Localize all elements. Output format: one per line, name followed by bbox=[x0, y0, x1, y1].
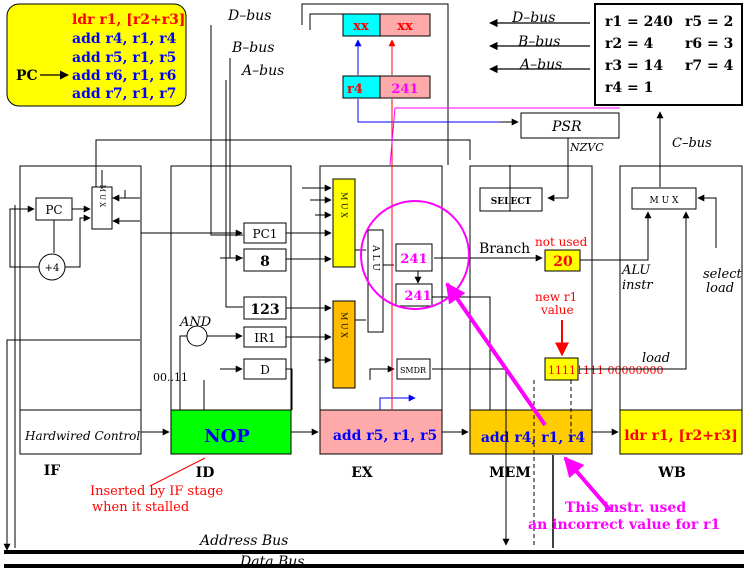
mem-instruction: add r4, r1, r4 bbox=[481, 430, 586, 446]
nop-note-line-1: Inserted by IF stage bbox=[90, 484, 224, 499]
reg-r2: r2 = 4 bbox=[605, 36, 654, 52]
pc-pointer-label: PC bbox=[16, 68, 38, 84]
if-mux: M U X bbox=[98, 185, 106, 208]
program-line-3: add r5, r1, r5 bbox=[72, 50, 176, 66]
wb-instruction: ldr r1, [r2+r3] bbox=[624, 428, 737, 444]
register-values: r1 = 240 r2 = 4 r3 = 14 r4 = 1 r5 = 2 r6… bbox=[594, 3, 743, 106]
if-stage: Hardwired Control PC M U X +4 IF bbox=[9, 165, 142, 479]
regfile-write-1: xx bbox=[353, 19, 369, 34]
alu: A L U bbox=[370, 244, 380, 271]
load-value: 11111111 00000000 bbox=[548, 364, 663, 377]
new-r1-label: new r1 bbox=[535, 290, 577, 304]
bus-legend: D–bus B–bus A–bus bbox=[489, 10, 590, 74]
reg-r1: r1 = 240 bbox=[605, 14, 673, 30]
branch-label: Branch bbox=[479, 241, 530, 257]
ex-instruction: add r5, r1, r5 bbox=[333, 428, 437, 444]
program-line-4: add r6, r1, r6 bbox=[72, 68, 176, 84]
d-bus-label: D–bus bbox=[227, 8, 271, 24]
if-stage-label: IF bbox=[44, 463, 61, 479]
wb-mux: M U X bbox=[650, 196, 680, 206]
a-bus-label: A–bus bbox=[240, 63, 284, 79]
register-file: xx xx r4 241 bbox=[342, 13, 431, 110]
alu-result-2: 241 bbox=[404, 289, 431, 304]
hazard-highlight bbox=[360, 107, 620, 512]
reg-r5: r5 = 2 bbox=[685, 14, 733, 30]
r1-note-line-2: an incorrect value for r1 bbox=[528, 517, 720, 533]
data-bus-label: Data Bus bbox=[239, 554, 304, 570]
b-bus-label: B–bus bbox=[231, 40, 274, 56]
system-buses: Address Bus Data Bus bbox=[3, 205, 744, 570]
psr-label: PSR bbox=[551, 119, 582, 135]
psr-flags: NZVC bbox=[569, 141, 604, 154]
program-line-5: add r7, r1, r7 bbox=[72, 86, 176, 102]
alu-result-1: 241 bbox=[400, 252, 427, 267]
reg-r4: r4 = 1 bbox=[605, 80, 653, 96]
mem-stage: add r4, r1, r4 SELECT Branch not used 20… bbox=[432, 165, 663, 546]
id-stage: NOP PC1 8 123 IR1 D AND 00..11 ID bbox=[141, 165, 292, 481]
b-bus-legend: B–bus bbox=[517, 34, 560, 50]
pc1-register: PC1 bbox=[253, 227, 278, 241]
psr-block: PSR NZVC bbox=[520, 112, 620, 202]
bit-range-label: 00..11 bbox=[153, 371, 188, 384]
d-register: D bbox=[260, 363, 270, 377]
smdr-register: SMDR bbox=[400, 366, 427, 375]
select-load-label-1: select bbox=[703, 267, 742, 282]
hardwired-control: Hardwired Control bbox=[24, 429, 140, 443]
ex-mux-2: M U X bbox=[340, 312, 349, 338]
wb-stage-label: WB bbox=[657, 465, 686, 481]
nop-note-line-2: when it stalled bbox=[92, 500, 189, 515]
ir1-register: IR1 bbox=[254, 331, 275, 345]
a-bus-legend: A–bus bbox=[518, 57, 562, 73]
mem-stage-label: MEM bbox=[489, 465, 531, 481]
immediate-register-2: 123 bbox=[250, 302, 279, 318]
reg-r3: r3 = 14 bbox=[605, 58, 663, 74]
ex-stage-label: EX bbox=[351, 465, 373, 481]
and-gate-label: AND bbox=[179, 315, 212, 330]
r1-note-line-1: This instr. used bbox=[565, 500, 686, 516]
ex-mux-1: M U X bbox=[340, 192, 349, 218]
pc-incrementer: +4 bbox=[45, 263, 60, 274]
load-label: load bbox=[642, 351, 670, 366]
id-instruction: NOP bbox=[204, 426, 250, 447]
wb-stage: ldr r1, [r2+r3] M U X ALU instr select l… bbox=[580, 111, 743, 481]
program-listing: ldr r1, [r2+r3] add r4, r1, r4 add r5, r… bbox=[6, 3, 187, 107]
value-label: value bbox=[540, 303, 574, 317]
program-line-1: ldr r1, [r2+r3] bbox=[72, 12, 185, 28]
d-bus-legend: D–bus bbox=[511, 10, 555, 26]
id-stage-label: ID bbox=[196, 465, 215, 481]
reg-r6: r6 = 3 bbox=[685, 36, 733, 52]
regfile-read-val: 241 bbox=[391, 82, 418, 97]
regfile-write-2: xx bbox=[397, 19, 413, 34]
program-line-2: add r4, r1, r4 bbox=[72, 31, 177, 47]
alu-instr-label-1: ALU bbox=[621, 263, 651, 278]
immediate-register: 8 bbox=[260, 254, 270, 270]
ex-stage: add r5, r1, r5 M U X M U X A L U 241 241… bbox=[286, 165, 443, 481]
branch-target: 20 bbox=[553, 254, 573, 270]
c-bus-label: C–bus bbox=[672, 136, 712, 151]
select-unit: SELECT bbox=[491, 197, 532, 207]
not-used-label: not used bbox=[535, 235, 588, 249]
address-bus-label: Address Bus bbox=[198, 533, 288, 549]
pc-register: PC bbox=[45, 203, 62, 217]
reg-r7: r7 = 4 bbox=[685, 58, 734, 74]
regfile-read-reg: r4 bbox=[347, 82, 363, 97]
annotations: Inserted by IF stage when it stalled Thi… bbox=[90, 457, 720, 533]
alu-instr-label-2: instr bbox=[622, 278, 653, 293]
select-load-label-2: load bbox=[706, 281, 734, 296]
